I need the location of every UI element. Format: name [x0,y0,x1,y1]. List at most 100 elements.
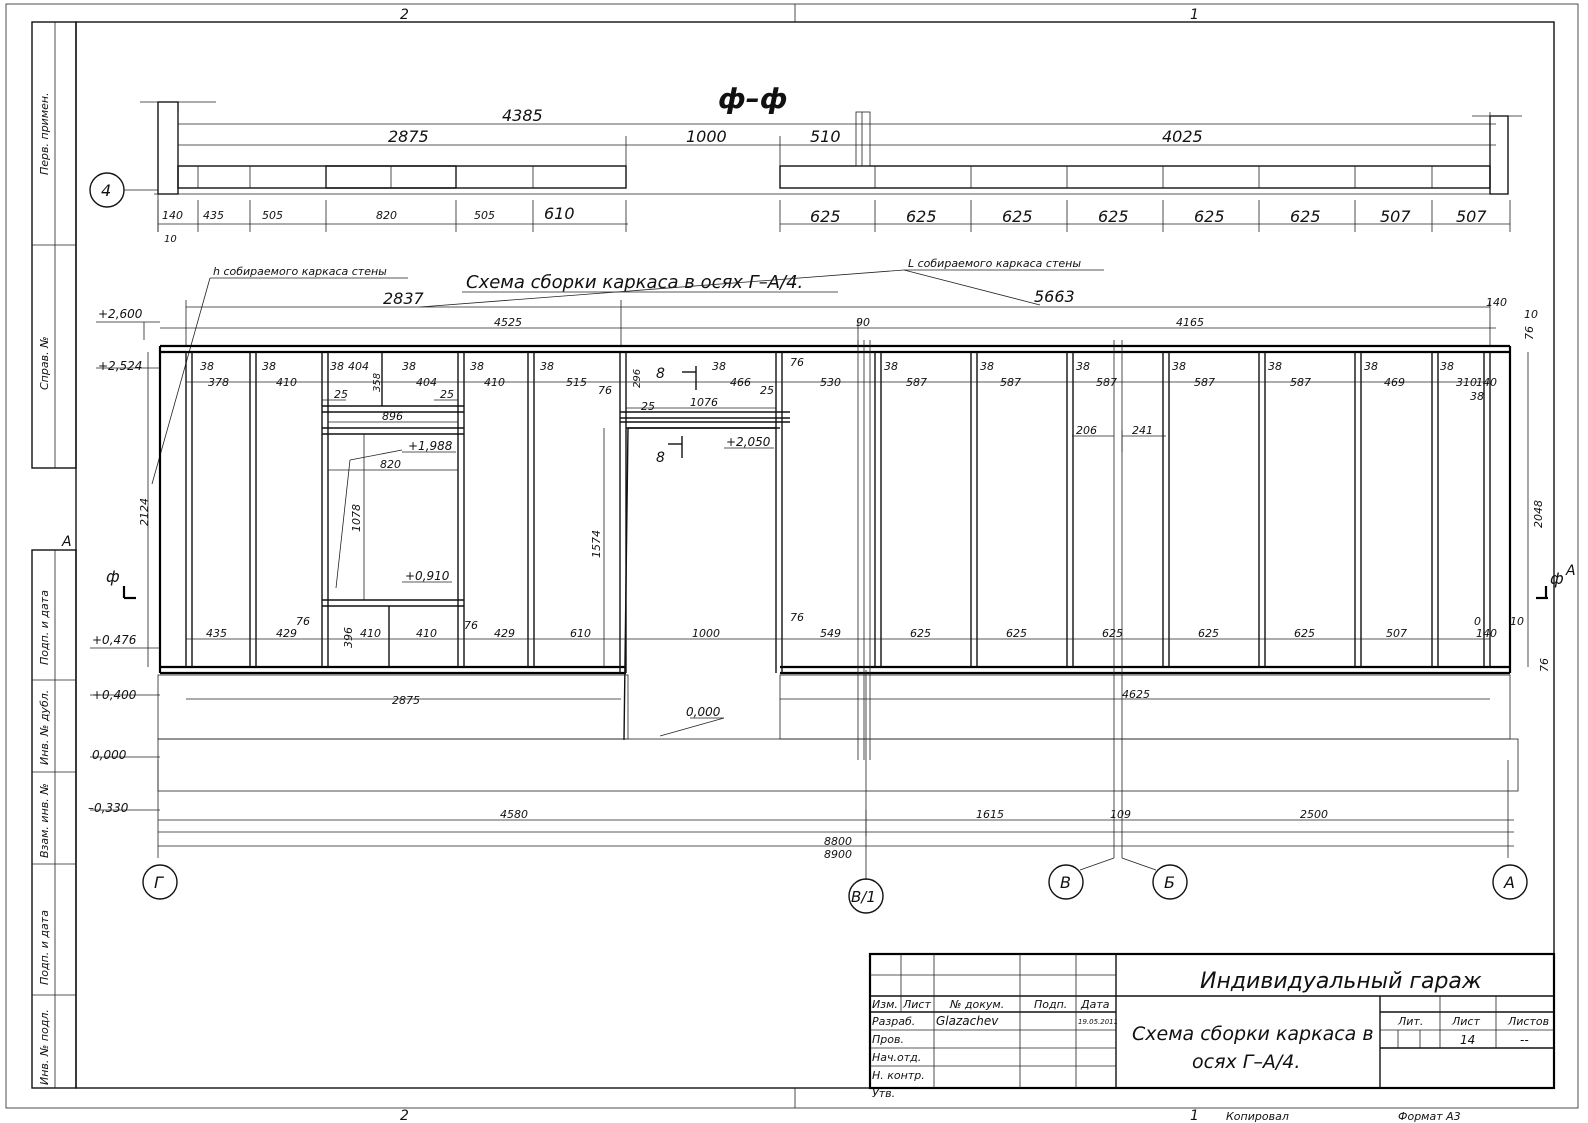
axis-dim-1615: 1615 [976,808,1004,821]
axis-dim-8900: 8900 [824,848,852,861]
top-stud-dim: 38 [1172,360,1186,373]
zone-label-bottom-1: 1 [1190,1108,1199,1123]
door-section-mark-top: 8 [656,366,665,382]
bottom-stud-dim: 76 [296,615,310,628]
scheme-25-d: 25 [760,384,774,397]
level-0000: 0,000 [92,748,127,762]
window-height: 1078 [350,504,363,532]
level-0476: +0,476 [92,633,137,647]
section-right-segment: 507 [1380,207,1411,226]
zone-label-right-a: A [1565,563,1576,579]
section-title: ф–ф [718,82,788,115]
axis-a: А [1503,873,1515,892]
scheme-top-overall-right: 4165 [1176,316,1204,329]
tb-col-doc: № докум. [949,998,1004,1011]
level-2600: +2,600 [98,307,143,321]
foundation-right: 4625 [1122,688,1150,701]
level-2524: +2,524 [98,359,142,373]
section-right-segment: 625 [1098,207,1129,226]
tb-col-sign: Подп. [1034,998,1067,1011]
tb-sheet-title-2: осях Г–А/4. [1192,1051,1300,1073]
section-dim-overall: 4385 [502,106,543,125]
section-view: ф–ф 4 [89,82,1522,245]
level-m0330: –0,330 [88,801,129,815]
axis-dim-109: 109 [1110,808,1131,821]
top-stud-dim: 76 [598,384,612,397]
door-section-mark-bottom: 8 [656,450,665,466]
floor-mark: 0,000 [686,705,721,719]
top-stud-dim: 310 [1456,376,1477,389]
stamp-vzam-inv: Взам. инв. № [38,783,51,858]
tb-format: Формат А3 [1398,1110,1461,1123]
top-stud-dim: 410 [484,376,505,389]
stamp-inv-dubl: Инв. № дубл. [38,690,51,765]
tb-sheets-total: -- [1520,1033,1529,1047]
bottom-right-76: 76 [1538,658,1551,672]
tb-developer: Glazachev [936,1014,999,1028]
scheme-top-right-76: 76 [1523,326,1536,340]
section-dim-left: 2875 [388,127,429,146]
tb-sheets-label: Листов [1507,1015,1549,1028]
door-mark: +2,050 [726,435,771,449]
tb-project: Индивидуальный гараж [1200,969,1482,994]
top-stud-dim: 587 [1290,376,1311,389]
scheme-h-note: h собираемого каркаса стены [213,265,387,278]
sheet-frame [5,3,1579,1109]
scheme-25-c: 25 [641,400,655,413]
top-stud-dim: 587 [1000,376,1021,389]
top-stud-dim: 38 [1076,360,1090,373]
bottom-stud-dim: 140 [1476,627,1497,640]
top-stud-dim: 587 [1194,376,1215,389]
bottom-stud-dim: 429 [494,627,515,640]
window-358: 358 [372,373,383,392]
bottom-stud-dim: 625 [1006,627,1027,640]
section-left-segment: 140 [162,209,183,222]
section-dim-mid: 510 [810,127,841,146]
scheme-top-overall-left: 4525 [494,316,522,329]
section-right-segment: 625 [810,207,841,226]
bottom-stud-dim: 610 [570,627,591,640]
level-0400: +0,400 [92,688,137,702]
section-right-segment: 625 [1194,207,1225,226]
tb-role-nkontr: Н. контр. [872,1069,925,1082]
tb-col-izm: Изм. [872,998,898,1011]
section-marker-left: ф [106,567,120,586]
top-stud-dim: 38 [330,360,344,373]
section-marker-right: ф [1550,569,1564,588]
scheme-title: Схема сборки каркаса в осях Г–А/4. [466,272,803,293]
zone-label-top-1: 1 [1190,7,1199,23]
top-stud-dim: 404 [348,360,369,373]
top-stud-dim: 76 [790,356,804,369]
tb-sheet-title-1: Схема сборки каркаса в [1132,1023,1374,1045]
tb-date: 19.05.2011 [1078,1018,1118,1026]
stamp-perv-primen: Перв. примен. [38,92,51,175]
title-block: Индивидуальный гараж Схема сборки каркас… [868,952,1556,1123]
top-stud-dim: 38 [980,360,994,373]
top-stud-dim: 38 [1364,360,1378,373]
section-small-10: 10 [164,234,177,245]
tb-lit-label: Лит. [1397,1015,1423,1028]
section-dim-right: 4025 [1162,127,1203,146]
stamp-podp-data-1: Подп. и дата [38,590,51,665]
axis-v1: В/1 [851,888,876,906]
top-stud-dim: 38 [200,360,214,373]
bottom-stud-dim: 76 [464,619,478,632]
section-right-segment: 507 [1456,207,1487,226]
section-left-segment: 505 [474,209,495,222]
tb-role-razrab: Разраб. [872,1015,915,1028]
foundation-left: 2875 [392,694,420,707]
mid-dim-241: 241 [1132,424,1153,437]
bottom-stud-dim: 435 [206,627,227,640]
section-right-segment: 625 [1002,207,1033,226]
door-height: 1574 [590,530,603,558]
window-top-mark: +1,988 [408,439,453,453]
top-stud-dim: 587 [906,376,927,389]
assembly-scheme: Схема сборки каркаса в осях Г–А/4. h соб… [88,257,1564,914]
bottom-stud-dim: 625 [1294,627,1315,640]
tb-col-date: Дата [1080,998,1110,1011]
bottom-stud-dim: 10 [1510,615,1524,628]
scheme-25-a: 25 [334,388,348,401]
scheme-h-value: 2837 [383,289,425,308]
section-left-segment: 505 [262,209,283,222]
